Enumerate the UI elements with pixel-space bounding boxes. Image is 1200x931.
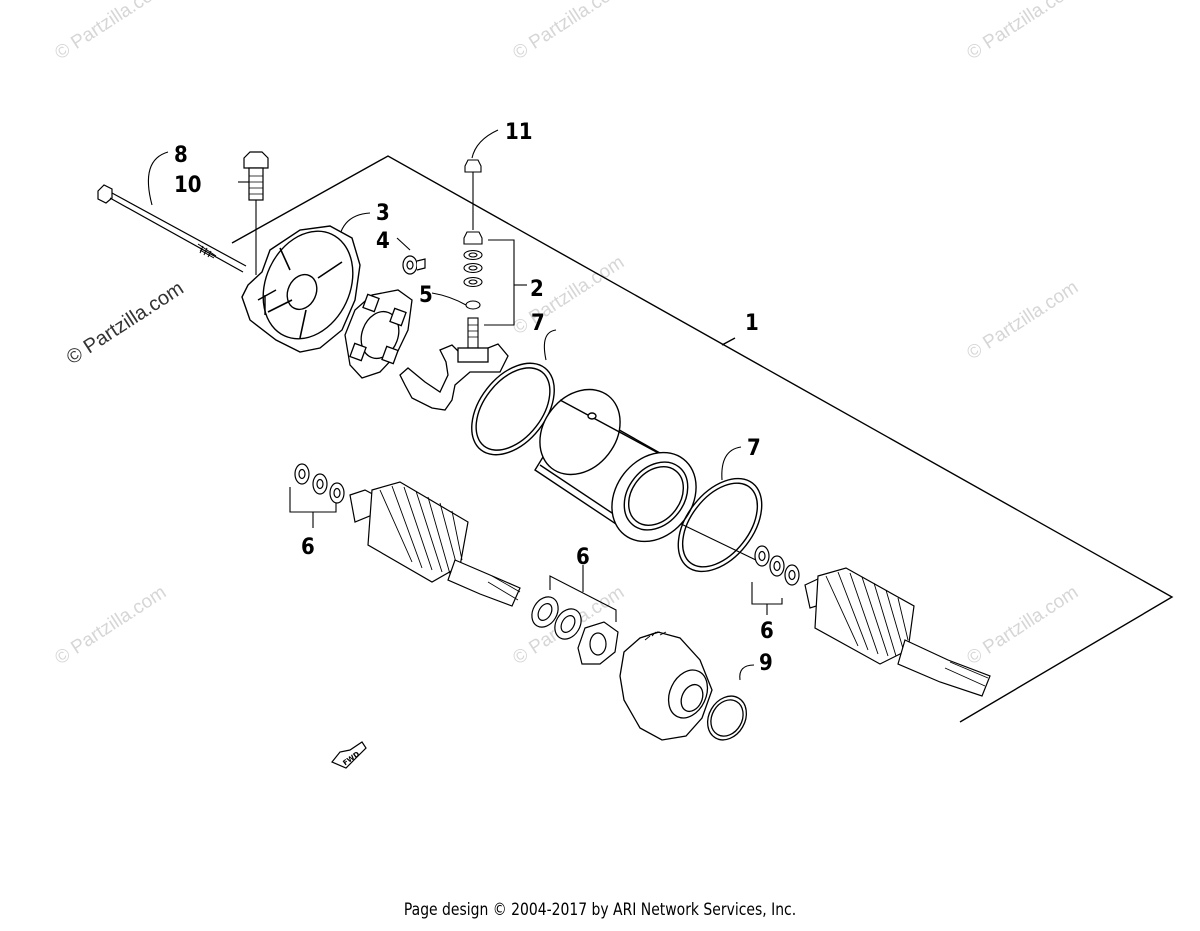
watermark: © Partzilla.com	[51, 0, 170, 64]
o-ring	[677, 477, 763, 573]
armature-right	[754, 545, 991, 697]
watermark: © Partzilla.com	[963, 0, 1082, 64]
mounting-bolt	[243, 151, 269, 201]
o-ring-small	[706, 695, 748, 741]
leader-lines	[147, 129, 783, 681]
callout-9: 9	[759, 651, 773, 676]
callout-labels: 1 2 3 4 5 6 6 6 7 7 8 9 10 11	[174, 120, 774, 676]
end-cover	[241, 225, 361, 353]
bearing	[402, 255, 426, 275]
armature-left	[294, 463, 521, 607]
watermark: © Partzilla.com	[51, 582, 170, 669]
watermark: © Partzilla.com	[963, 582, 1082, 669]
watermarks: © Partzilla.com © Partzilla.com © Partzi…	[51, 0, 1082, 669]
callout-7: 7	[747, 436, 761, 461]
callout-10: 10	[174, 173, 202, 198]
callout-6: 6	[760, 619, 774, 644]
watermark: © Partzilla.com	[509, 252, 628, 339]
washer-set	[531, 596, 619, 665]
watermark: © Partzilla.com	[963, 277, 1082, 364]
brush-holder	[399, 343, 509, 411]
watermark: © Partzilla.com	[509, 0, 628, 64]
brush-plate	[344, 289, 413, 379]
o-ring	[471, 362, 555, 456]
callout-2: 2	[530, 277, 544, 302]
callout-11: 11	[505, 120, 533, 145]
callout-4: 4	[376, 229, 390, 254]
through-bolt	[97, 184, 247, 273]
callout-1: 1	[745, 311, 759, 336]
assembly-bracket	[231, 155, 1174, 723]
footer-credit: Page design © 2004-2017 by ARI Network S…	[403, 900, 797, 920]
callout-6: 6	[301, 535, 315, 560]
callout-6: 6	[576, 545, 590, 570]
watermark-dark: © Partzilla.com	[63, 277, 188, 369]
fwd-arrow-icon: FWD	[331, 741, 367, 769]
callout-7: 7	[531, 311, 545, 336]
callout-8: 8	[174, 143, 188, 168]
terminal-stack	[463, 159, 483, 349]
front-cover	[619, 631, 713, 741]
yoke-housing	[534, 388, 697, 543]
callout-5: 5	[419, 283, 433, 308]
callout-3: 3	[376, 201, 390, 226]
